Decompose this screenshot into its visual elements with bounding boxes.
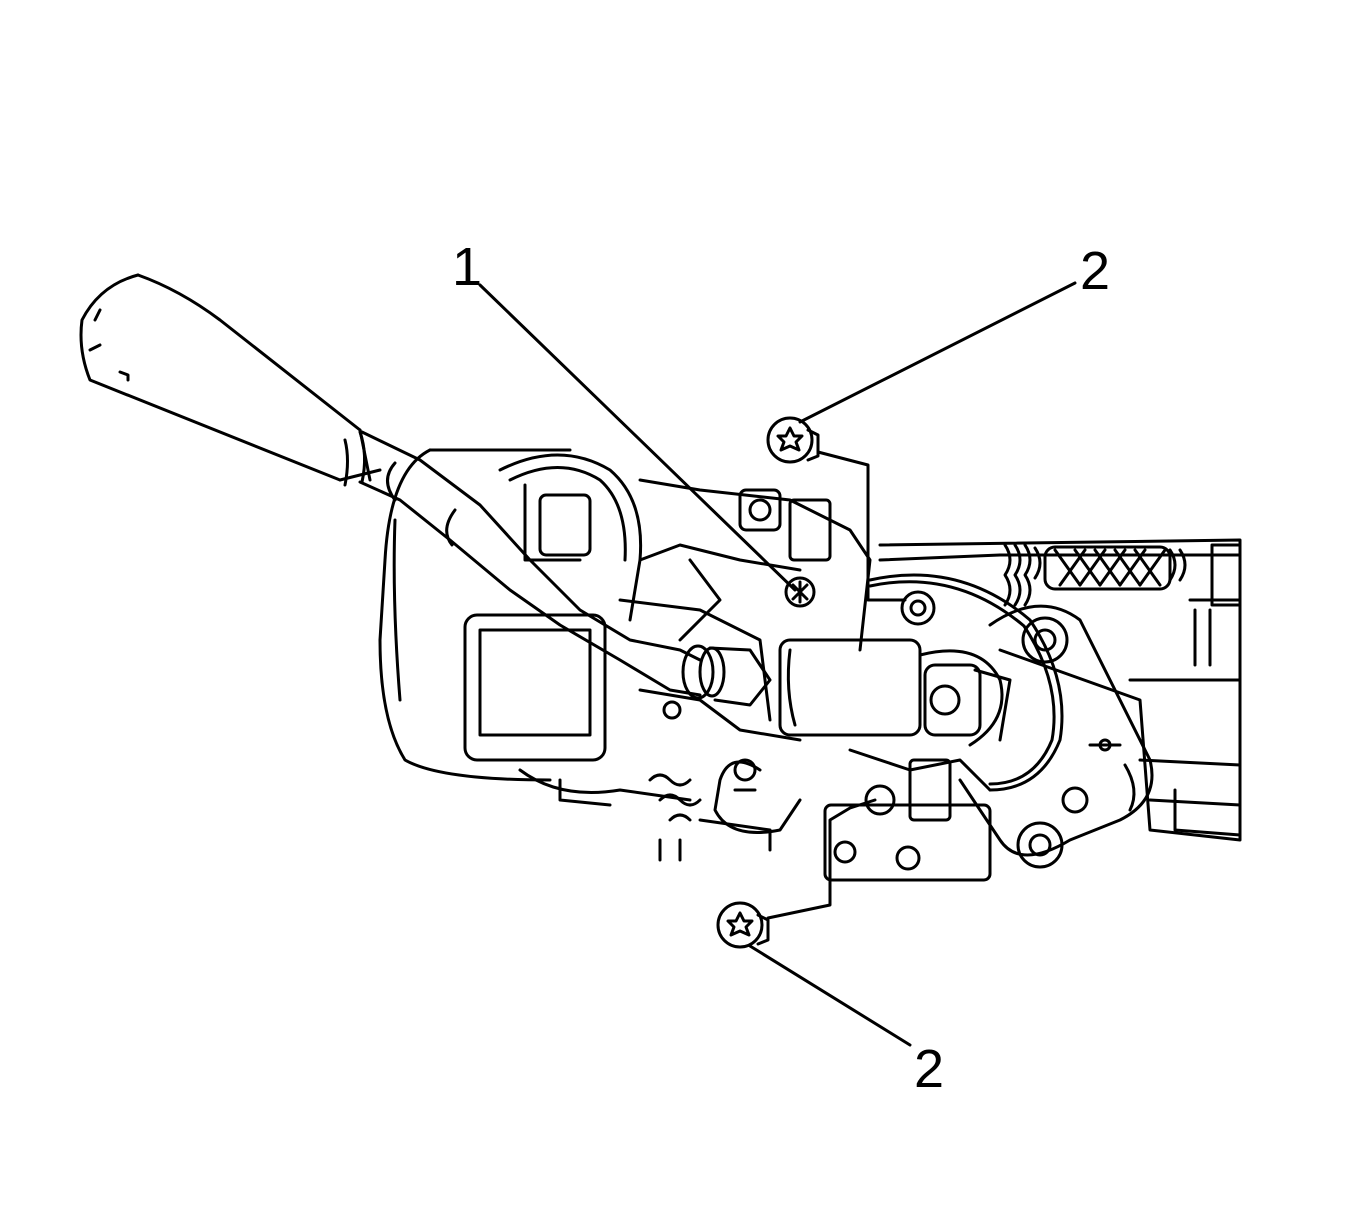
callout-1-leader (478, 283, 816, 608)
callout-2-leader-upper (798, 281, 1077, 602)
mounting-bracket (958, 604, 1154, 869)
torx-screw-icon (716, 901, 770, 949)
callout-label-2-upper: 2 (1080, 241, 1111, 301)
multifunction-lever (79, 273, 772, 720)
lower-bracket (648, 748, 992, 882)
callout-label-1: 1 (452, 237, 483, 297)
tilt-spring (1003, 543, 1187, 607)
wire-harness (868, 573, 1064, 792)
switch-housing (378, 448, 692, 807)
torx-screw-icon (766, 416, 820, 464)
callout-2-leader-lower (748, 798, 912, 1047)
callout-label-2-lower: 2 (914, 1039, 945, 1099)
lock-cylinder (618, 478, 1012, 747)
